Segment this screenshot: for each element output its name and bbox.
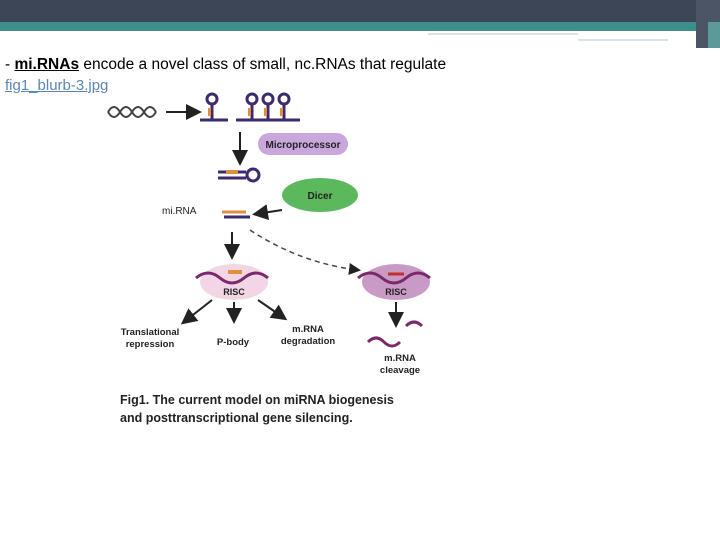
bullet-body: encode a novel class of small, nc.RNAs t…	[79, 56, 447, 73]
mirna-strand-marks	[228, 270, 242, 274]
bullet-keyword: mi.RNAs	[14, 56, 80, 73]
mrna-strand-icon	[195, 271, 269, 285]
mirna-strand-marks	[208, 108, 283, 116]
translational-label: Translational	[121, 327, 180, 338]
figure-caption-line-1: Fig1. The current model on miRNA biogene…	[120, 393, 394, 407]
mirna-figure: Microprocessor Dicer mi.RNA RISC RISC Tr…	[100, 88, 480, 438]
mirna-duplex-icon	[222, 210, 250, 219]
mrna-strand-icon	[357, 271, 431, 285]
decorative-line	[578, 39, 668, 41]
bullet-prefix: -	[5, 56, 15, 73]
dashed-arrow	[249, 229, 361, 275]
repression-label: repression	[126, 339, 175, 350]
risc-right-label: RISC	[385, 287, 407, 297]
decorative-line	[428, 33, 578, 35]
arrow	[257, 299, 288, 321]
microprocessor-label: Microprocessor	[265, 140, 340, 151]
arrow	[180, 299, 213, 325]
image-filename-link[interactable]: fig1_blurb-3.jpg	[5, 77, 109, 94]
dna-helix-icon	[107, 106, 157, 118]
mrna-cleavage-label-2: cleavage	[380, 365, 420, 376]
mirna-label: mi.RNA	[162, 206, 197, 217]
arrow	[252, 204, 283, 221]
pbody-label: P-body	[217, 337, 250, 348]
header-accent-band	[0, 22, 720, 31]
dicer-label: Dicer	[307, 191, 332, 202]
mrna-degradation-label-2: degradation	[281, 336, 336, 347]
cleaved-mrna-icon	[366, 320, 424, 348]
risc-left-label: RISC	[223, 287, 245, 297]
mrna-cleavage-label-1: m.RNA	[384, 353, 416, 364]
decorative-block	[708, 22, 720, 48]
mrna-degradation-label-1: m.RNA	[292, 324, 324, 335]
bullet-text: - mi.RNAs encode a novel class of small,…	[5, 56, 446, 74]
pre-mirna-hairpin-icon	[218, 167, 261, 183]
microprocessor-pill	[258, 133, 348, 155]
figure-caption-line-2: and posttranscriptional gene silencing.	[120, 411, 353, 425]
pri-mirna-hairpin-icon	[200, 92, 300, 122]
dicer-ellipse	[282, 178, 358, 212]
header-bar	[0, 0, 720, 22]
